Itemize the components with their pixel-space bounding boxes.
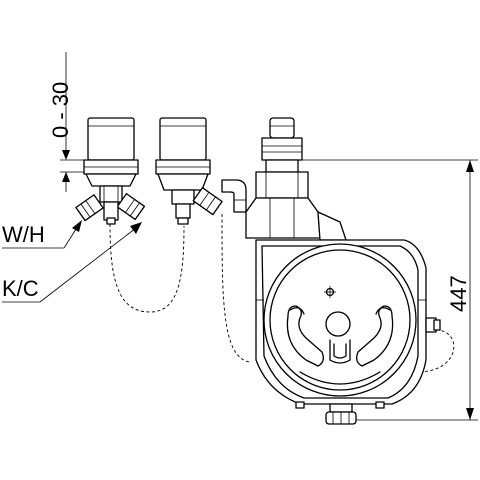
labels: W/H K/C [2, 220, 142, 303]
pump-top-fitting [245, 117, 347, 241]
hoses [109, 213, 455, 373]
adjust-range-label: 0 - 30 [48, 82, 73, 138]
kc-label: K/C [2, 276, 39, 301]
motor-face [263, 243, 417, 397]
hot-water-valve [75, 117, 146, 225]
cold-water-valve [155, 117, 247, 225]
height-dimension: 447 [300, 159, 478, 421]
adjust-range-dimension: 0 - 30 [48, 52, 90, 192]
wh-label: W/H [2, 222, 45, 247]
height-label: 447 [446, 275, 471, 312]
